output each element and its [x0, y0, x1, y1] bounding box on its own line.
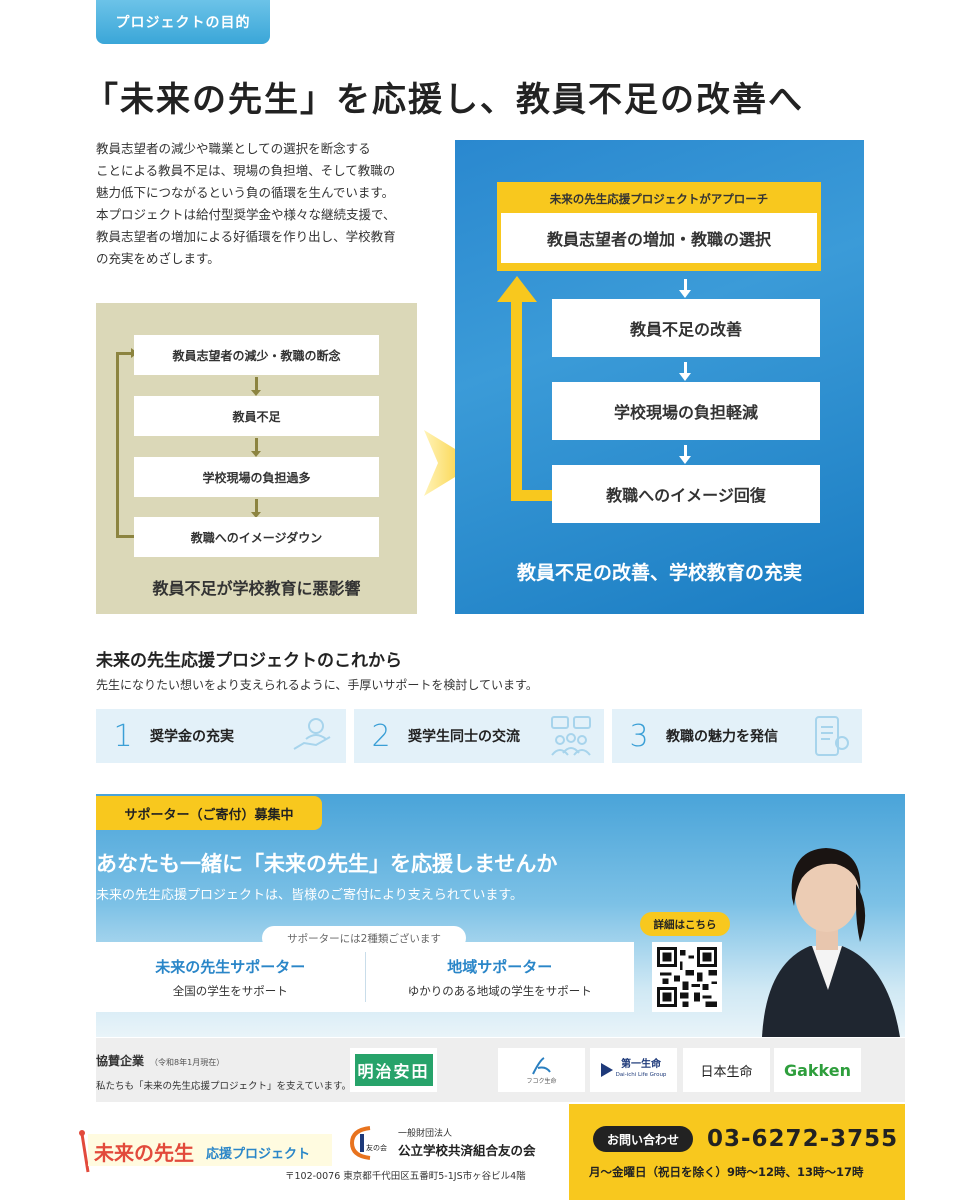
contact-label: お問い合わせ [593, 1126, 693, 1152]
smartphone-info-icon [815, 716, 849, 756]
supporter-banner: サポーター（ご寄付）募集中 あなたも一緒に「未来の先生」を応援しませんか 未来の… [96, 794, 905, 1037]
fukoku-mark-icon [532, 1056, 552, 1074]
sponsor-logo[interactable]: 第一生命 Dai-ichi Life Group [590, 1048, 677, 1092]
card-number: 1 [113, 718, 133, 754]
daiichi-logo: 第一生命 Dai-ichi Life Group [616, 1059, 667, 1081]
intro-text: 教員志望者の減少や職業としての選択を断念する ことによる教員不足は、現場の負担増… [96, 138, 426, 270]
right-arrow-icon [424, 430, 478, 496]
intro-line: ことによる教員不足は、現場の負担増、そして教職の [96, 163, 396, 178]
sponsor-title: 協賛企業 （令和8年1月現在） [96, 1052, 224, 1069]
group-chat-icon [551, 716, 591, 756]
supporter-name: 未来の先生サポーター [155, 957, 306, 976]
plan-card: 1 奨学金の充実 [96, 709, 346, 763]
down-arrow-icon [679, 445, 691, 464]
tomonokai-logo-icon: 友の会 [349, 1126, 387, 1160]
card-label: 奨学生同士の交流 [408, 729, 520, 745]
qr-code[interactable] [652, 942, 722, 1012]
down-arrow-icon [251, 438, 261, 457]
supporter-desc: ゆかりのある地域の学生をサポート [407, 983, 592, 998]
card-number: 3 [629, 718, 649, 754]
logo-sub-text: 応援プロジェクト [206, 1146, 310, 1162]
plan-card: 2 奨学生同士の交流 [354, 709, 604, 763]
daiichi-name-en: Dai-ichi Life Group [615, 1072, 667, 1078]
supporter-desc: 全国の学生をサポート [172, 983, 288, 998]
project-logo: 未来の先生 応援プロジェクト [79, 1130, 332, 1173]
future-subtitle: 先生になりたい想いをより支えられるように、手厚いサポートを検討しています。 [96, 678, 538, 692]
positive-step: 教職へのイメージ回復 [552, 465, 820, 523]
details-chip: 詳細はこちら [640, 912, 730, 936]
helping-hand-icon [293, 718, 331, 750]
negative-step: 教員志望者の減少・教職の断念 [134, 335, 379, 375]
negative-step: 教員不足 [134, 396, 379, 436]
qr-code-icon [657, 947, 717, 1007]
down-arrow-icon [679, 279, 691, 298]
sponsor-logo[interactable]: 明治安田 [350, 1048, 437, 1092]
card-number: 2 [371, 718, 391, 754]
negative-step: 学校現場の負担過多 [134, 457, 379, 497]
address: 〒102-0076 東京都千代田区五番町5-1JS市ヶ谷ビル4階 [285, 1171, 526, 1182]
intro-line: 教員志望者の減少や職業としての選択を断念する [96, 141, 371, 156]
supporter-type[interactable]: 地域サポーター ゆかりのある地域の学生をサポート [364, 952, 635, 1002]
loop-arrow [511, 300, 552, 501]
supporter-types-chip: サポーターには2種類ございます [262, 926, 466, 950]
loop-arrow [116, 348, 138, 538]
intro-line: 魅力低下につながるという負の循環を生んでいます。 [96, 185, 395, 200]
sponsor-logo[interactable]: フコク生命 [498, 1048, 585, 1092]
positive-result: 教員不足の改善、学校教育の充実 [516, 562, 802, 584]
card-label: 教職の魅力を発信 [666, 729, 778, 745]
approach-step: 教員志望者の増加・教職の選択 [501, 213, 817, 263]
business-hours: 月～金曜日（祝日を除く）9時～12時、13時～17時 [589, 1165, 864, 1179]
negative-cycle-panel: 教員志望者の減少・教職の断念 教員不足 学校現場の負担過多 教職へのイメージダウ… [96, 303, 417, 614]
positive-cycle-panel: 未来の先生応援プロジェクトがアプローチ 教員志望者の増加・教職の選択 教員不足の… [455, 140, 864, 614]
sponsor-note: （令和8年1月現在） [150, 1058, 225, 1067]
contact-box: お問い合わせ 03-6272-3755 月～金曜日（祝日を除く）9時～12時、1… [569, 1104, 905, 1200]
approach-box: 未来の先生応援プロジェクトがアプローチ 教員志望者の増加・教職の選択 [497, 182, 821, 271]
banner-title: あなたも一緒に「未来の先生」を応援しませんか [96, 852, 558, 876]
down-arrow-icon [679, 362, 691, 381]
section-tag: プロジェクトの目的 [96, 0, 270, 44]
banner-subtitle: 未来の先生応援プロジェクトは、皆様のご寄付により支えられています。 [96, 888, 524, 903]
sponsor-logo[interactable]: 日本生命 [683, 1048, 770, 1092]
student-photo [762, 848, 900, 1037]
meiji-yasuda-logo: 明治安田 [354, 1054, 433, 1086]
supporter-types: 未来の先生サポーター 全国の学生をサポート 地域サポーター ゆかりのある地域の学… [96, 942, 634, 1012]
positive-step: 教員不足の改善 [552, 299, 820, 357]
up-arrow-icon [497, 276, 537, 302]
logo-main-text: 未来の先生 [94, 1141, 194, 1165]
intro-line: の充実をめざします。 [96, 251, 220, 266]
org-type: 一般財団法人 [398, 1129, 453, 1139]
intro-line: 本プロジェクトは給付型奨学金や様々な継続支援で、 [96, 207, 396, 222]
sponsor-logo[interactable]: Gakken [774, 1048, 861, 1092]
sponsor-area: 協賛企業 （令和8年1月現在） 私たちも「未来の先生応援プロジェクト」を支えていま… [96, 1038, 905, 1102]
org-name: 公立学校共済組合友の会 [398, 1143, 536, 1158]
nippon-life-logo: 日本生命 [700, 1064, 753, 1080]
approach-label: 未来の先生応援プロジェクトがアプローチ [549, 192, 769, 206]
daiichi-mark-icon [600, 1063, 613, 1077]
daiichi-name: 第一生命 [621, 1059, 661, 1070]
phone-number[interactable]: 03-6272-3755 [707, 1126, 899, 1152]
positive-step: 学校現場の負担軽減 [552, 382, 820, 440]
future-title: 未来の先生応援プロジェクトのこれから [96, 651, 402, 671]
organization: 友の会 一般財団法人 公立学校共済組合友の会 [349, 1126, 580, 1162]
org-mark-text: 友の会 [366, 1143, 387, 1152]
supporter-type[interactable]: 未来の先生サポーター 全国の学生をサポート [96, 942, 365, 1012]
down-arrow-icon [251, 377, 261, 396]
down-arrow-icon [251, 499, 261, 518]
fukoku-name: フコク生命 [526, 1077, 557, 1085]
supporter-name: 地域サポーター [447, 957, 553, 976]
gakken-logo: Gakken [783, 1060, 852, 1080]
plan-card: 3 教職の魅力を発信 [612, 709, 862, 763]
fukoku-logo: フコク生命 [526, 1056, 557, 1085]
sponsor-subtitle: 私たちも「未来の先生応援プロジェクト」を支えています。 [96, 1081, 352, 1092]
banner-tag: サポーター（ご寄付）募集中 [96, 796, 322, 830]
negative-step: 教職へのイメージダウン [134, 517, 379, 557]
card-label: 奨学金の充実 [150, 729, 234, 745]
sponsor-title-text: 協賛企業 [96, 1054, 145, 1068]
page-title: 「未来の先生」を応援し、教員不足の改善へ [84, 80, 804, 120]
negative-result: 教員不足が学校教育に悪影響 [152, 579, 361, 598]
intro-line: 教員志望者の増加による好循環を作り出し、学校教育 [96, 229, 396, 244]
